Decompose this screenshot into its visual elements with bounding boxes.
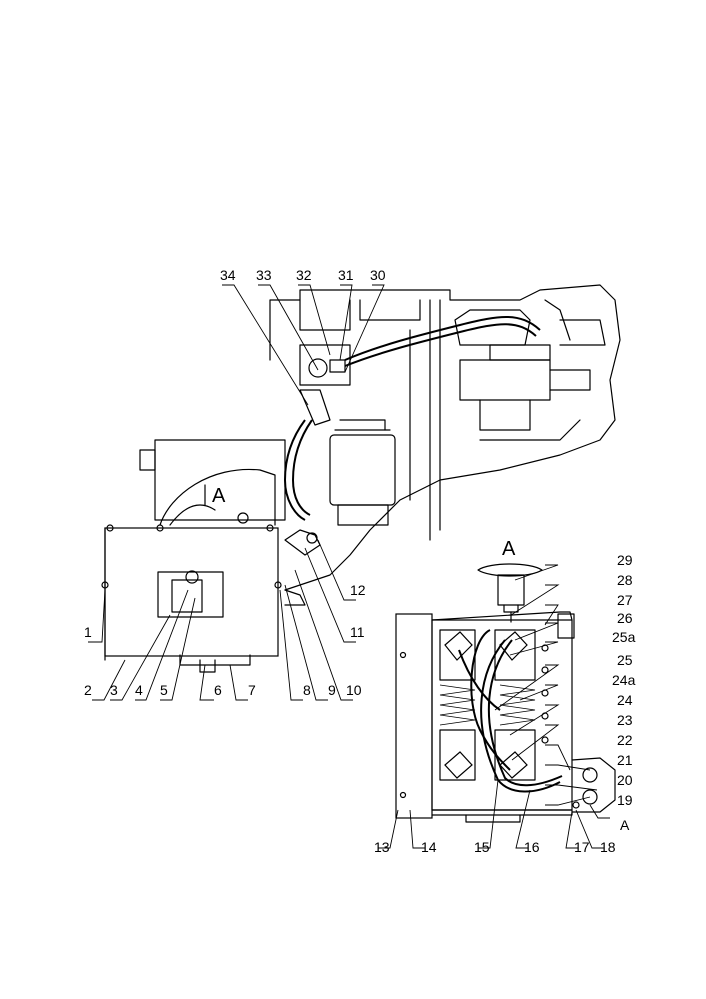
callout-4: 4 (135, 682, 143, 698)
callout-13: 13 (374, 839, 390, 855)
callout-3: 3 (110, 682, 118, 698)
callout-19: 19 (617, 792, 633, 808)
callout-25a: 25a (612, 629, 636, 645)
callout-25: 25 (617, 652, 633, 668)
callout-24a: 24a (612, 672, 636, 688)
callout-8: 8 (303, 682, 311, 698)
callout-10: 10 (346, 682, 362, 698)
main-view: A (101, 284, 621, 673)
callout-6: 6 (214, 682, 222, 698)
battery-box (104, 527, 279, 657)
callout-1: 1 (84, 624, 92, 640)
callout-5: 5 (160, 682, 168, 698)
callout-20: 20 (617, 772, 633, 788)
section-marker-a-detail: A (620, 817, 630, 833)
callout-15: 15 (474, 839, 490, 855)
leaders (88, 284, 610, 849)
callout-9: 9 (328, 682, 336, 698)
detail-title: A (502, 538, 516, 560)
callout-29: 29 (617, 552, 633, 568)
callout-labels: 1 2 3 4 5 6 7 8 9 10 11 12 30 31 32 33 3… (84, 267, 636, 855)
callout-23: 23 (617, 712, 633, 728)
callout-34: 34 (220, 267, 236, 283)
callout-32: 32 (296, 267, 312, 283)
callout-26: 26 (617, 610, 633, 626)
callout-11: 11 (350, 624, 365, 640)
callout-24: 24 (617, 692, 633, 708)
callout-33: 33 (256, 267, 272, 283)
callout-2: 2 (84, 682, 92, 698)
callout-22: 22 (617, 732, 633, 748)
callout-30: 30 (370, 267, 386, 283)
callout-14: 14 (421, 839, 437, 855)
callout-16: 16 (524, 839, 540, 855)
detail-view-a: A (395, 538, 616, 823)
callout-17: 17 (574, 839, 590, 855)
callout-18: 18 (600, 839, 616, 855)
callout-31: 31 (338, 267, 354, 283)
callout-28: 28 (617, 572, 633, 588)
section-marker-a: A (212, 485, 226, 507)
callout-7: 7 (248, 682, 256, 698)
callout-12: 12 (350, 582, 366, 598)
callout-21: 21 (617, 752, 633, 768)
callout-27: 27 (617, 592, 633, 608)
